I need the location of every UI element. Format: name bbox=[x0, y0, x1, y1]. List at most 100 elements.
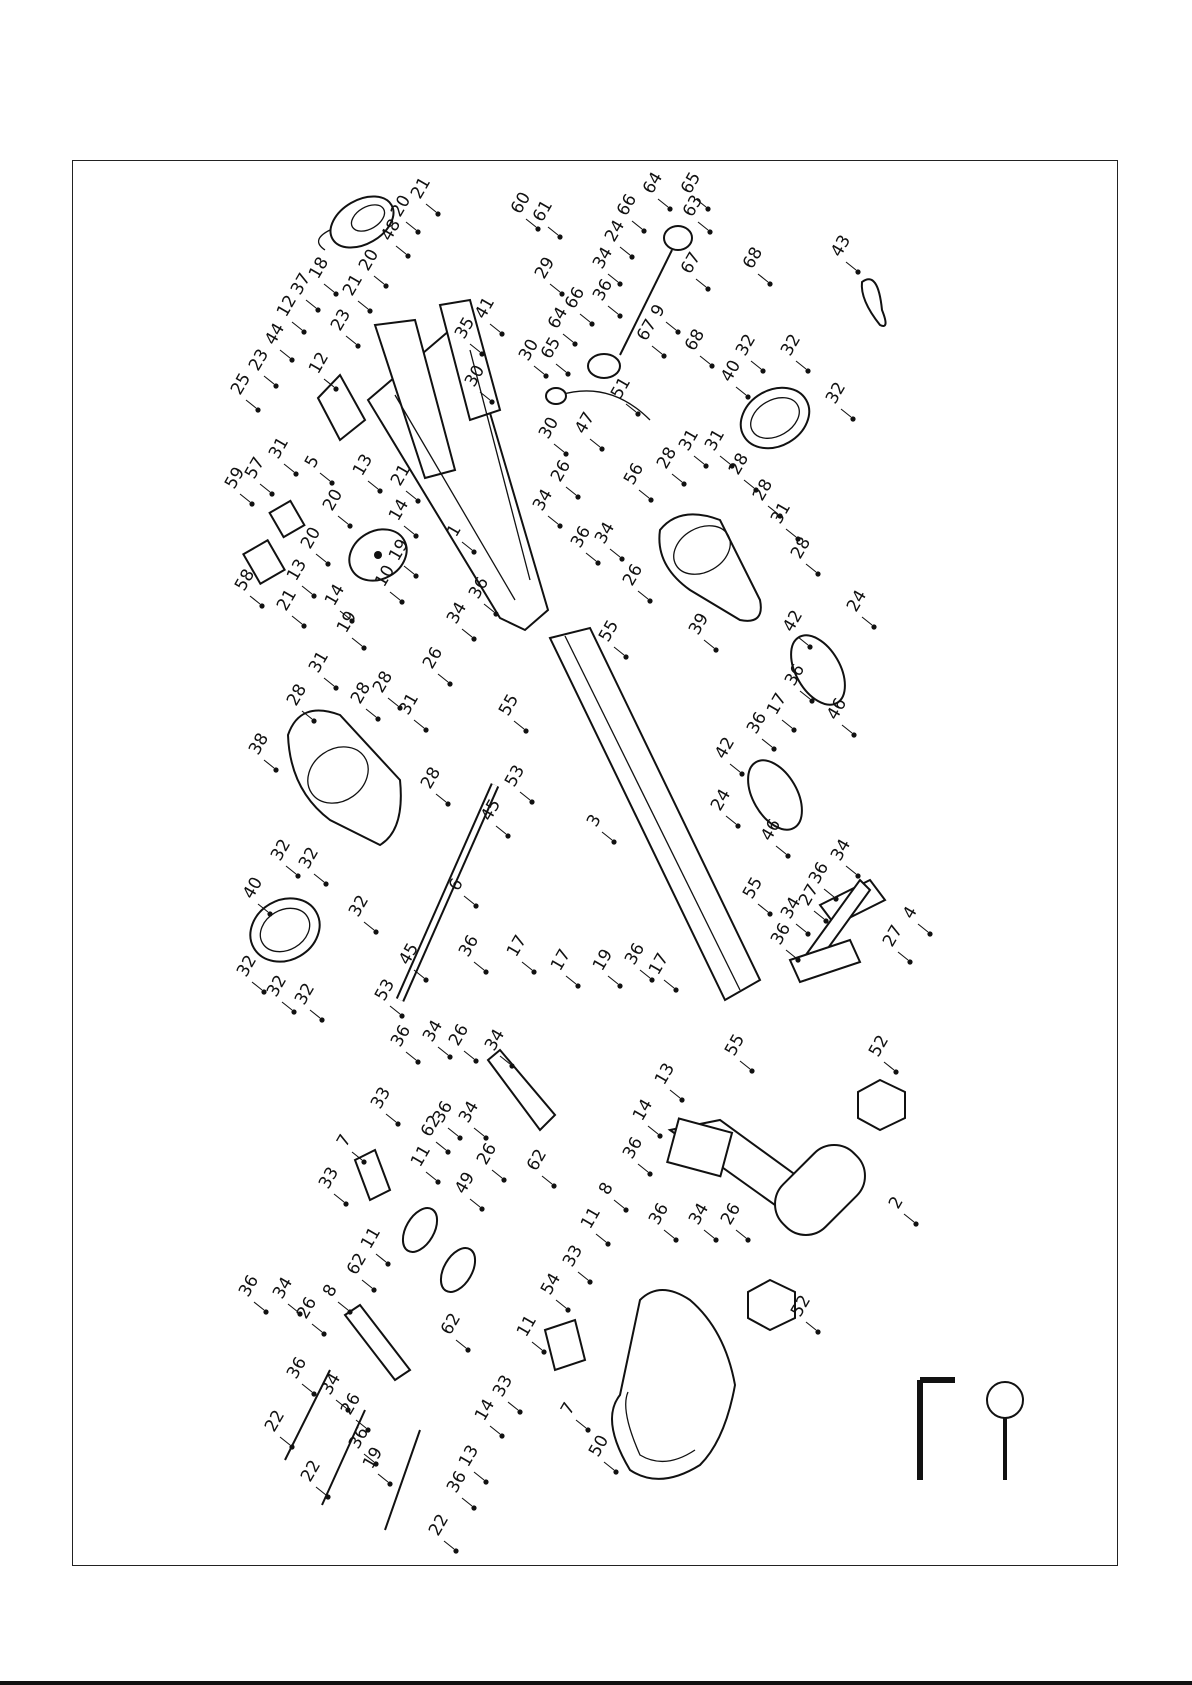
callout-22-170: 22 bbox=[425, 1511, 453, 1540]
leader-line bbox=[351, 1151, 363, 1161]
leader-line bbox=[729, 763, 741, 773]
callout-36-158: 36 bbox=[283, 1354, 311, 1383]
leader-line bbox=[750, 360, 762, 370]
leader-line bbox=[365, 708, 377, 718]
hardware-dot bbox=[471, 549, 477, 555]
hardware-dot bbox=[333, 685, 339, 691]
hardware-dot bbox=[785, 853, 791, 859]
hardware-dot bbox=[705, 286, 711, 292]
hardware-dot bbox=[473, 903, 479, 909]
leader-line bbox=[473, 961, 485, 971]
hardware-dot bbox=[295, 873, 301, 879]
leader-line bbox=[507, 1401, 519, 1411]
leader-line bbox=[279, 349, 291, 359]
callout-8-149: 8 bbox=[319, 1281, 342, 1300]
leader-line bbox=[665, 321, 677, 331]
hardware-dot bbox=[273, 383, 279, 389]
callout-22-167: 22 bbox=[261, 1407, 289, 1436]
hardware-dot bbox=[531, 969, 537, 975]
leader-line bbox=[657, 198, 669, 208]
hardware-dot bbox=[557, 523, 563, 529]
leader-line bbox=[513, 720, 525, 730]
leader-line bbox=[638, 489, 650, 499]
callout-64-31: 64 bbox=[544, 304, 572, 333]
leader-line bbox=[495, 825, 507, 835]
hardware-dot bbox=[673, 1237, 679, 1243]
hardware-dot bbox=[301, 329, 307, 335]
callout-34-61: 34 bbox=[529, 486, 557, 515]
callout-24-79: 24 bbox=[843, 587, 871, 616]
belt-loop bbox=[860, 278, 887, 327]
hardware-dot bbox=[871, 624, 877, 630]
hardware-dot bbox=[289, 357, 295, 363]
hardware-dot bbox=[667, 206, 673, 212]
callout-34-21: 34 bbox=[589, 244, 617, 273]
leader-line bbox=[603, 1461, 615, 1471]
callout-38-93: 38 bbox=[245, 730, 273, 759]
hardware-dot bbox=[311, 718, 317, 724]
leader-line bbox=[323, 677, 335, 687]
main-frame bbox=[316, 298, 550, 632]
hardware-dot bbox=[405, 253, 411, 259]
leader-line bbox=[897, 951, 909, 961]
leader-line bbox=[607, 975, 619, 985]
hardware-dot bbox=[641, 228, 647, 234]
leader-line bbox=[697, 221, 709, 231]
allen-key-icon bbox=[917, 1377, 955, 1480]
hardware-dot bbox=[347, 1309, 353, 1315]
hardware-dot bbox=[855, 269, 861, 275]
leader-line bbox=[767, 505, 779, 515]
hardware-dot bbox=[489, 399, 495, 405]
leader-line bbox=[489, 1425, 501, 1435]
callout-26-160: 26 bbox=[337, 1390, 365, 1419]
leader-line bbox=[521, 961, 533, 971]
callout-66-30: 66 bbox=[561, 284, 589, 313]
hardware-dot bbox=[367, 308, 373, 314]
hardware-dot bbox=[483, 1135, 489, 1141]
callout-51-35: 51 bbox=[607, 374, 635, 403]
leader-line bbox=[387, 697, 399, 707]
callout-32-100: 32 bbox=[295, 844, 323, 873]
callout-36-117: 36 bbox=[455, 932, 483, 961]
hardware-dot bbox=[681, 481, 687, 487]
leader-line bbox=[405, 1051, 417, 1061]
leader-line bbox=[337, 1301, 349, 1311]
leader-line bbox=[461, 1497, 473, 1507]
hardware-dot bbox=[760, 368, 766, 374]
callout-55-77: 55 bbox=[595, 617, 623, 646]
leader-line bbox=[663, 979, 675, 989]
callout-20-3: 20 bbox=[355, 246, 383, 275]
callout-50-171: 50 bbox=[585, 1432, 613, 1461]
callout-32-103: 32 bbox=[233, 952, 261, 981]
callout-34-66: 34 bbox=[443, 599, 471, 628]
callout-31-70: 31 bbox=[675, 426, 703, 455]
callout-36-142: 36 bbox=[645, 1200, 673, 1229]
hardware-dot bbox=[297, 1311, 303, 1317]
callout-4-115: 4 bbox=[899, 903, 922, 922]
hardware-dot bbox=[423, 727, 429, 733]
callout-21-0: 21 bbox=[407, 174, 435, 203]
leader-line bbox=[395, 245, 407, 255]
hardware-dot bbox=[329, 480, 335, 486]
leader-line bbox=[579, 313, 591, 323]
hardware-dot bbox=[611, 839, 617, 845]
hardware-dot bbox=[365, 1427, 371, 1433]
hardware-dot bbox=[815, 571, 821, 577]
callout-32-104: 32 bbox=[263, 972, 291, 1001]
callout-62-139: 62 bbox=[523, 1146, 551, 1175]
leader-line bbox=[799, 690, 811, 700]
leader-line bbox=[239, 493, 251, 503]
hardware-dot bbox=[387, 1481, 393, 1487]
callout-34-126: 34 bbox=[481, 1026, 509, 1055]
callout-26-144: 26 bbox=[717, 1200, 745, 1229]
leader-line bbox=[883, 1061, 895, 1071]
hardware-dot bbox=[713, 647, 719, 653]
callout-66-18: 66 bbox=[613, 191, 641, 220]
hardware-dot bbox=[465, 1347, 471, 1353]
callout-52-156: 52 bbox=[865, 1032, 893, 1061]
rear-bracket bbox=[343, 1048, 557, 1382]
leader-line bbox=[757, 273, 769, 283]
leader-line bbox=[609, 548, 621, 558]
leader-line bbox=[463, 895, 475, 905]
leader-line bbox=[279, 1436, 291, 1446]
